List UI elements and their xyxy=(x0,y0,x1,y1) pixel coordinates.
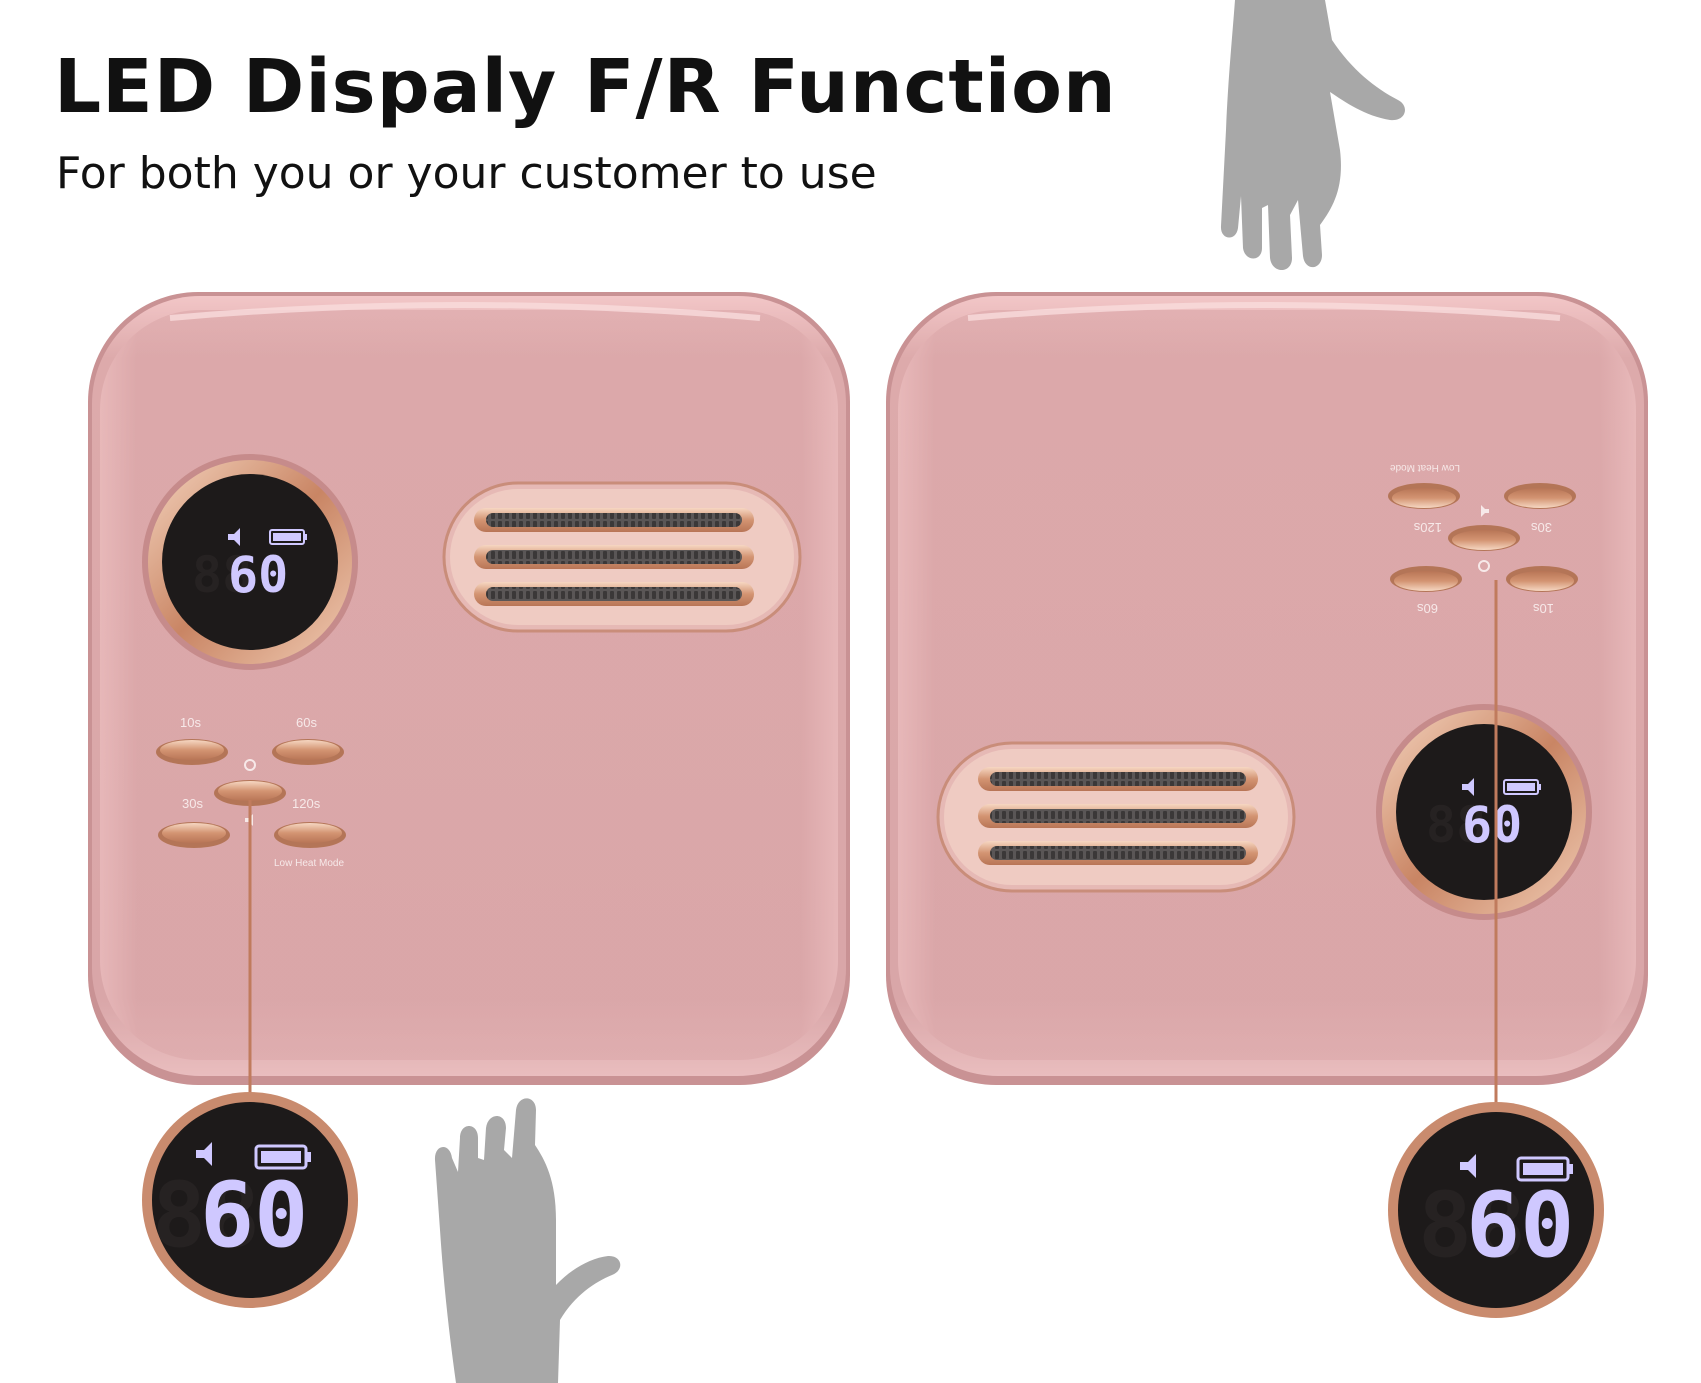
speaker-icon xyxy=(196,1142,212,1166)
zoom-right-display-value: 60 xyxy=(1466,1173,1574,1278)
right-lamp-vent xyxy=(936,741,1296,893)
left-lamp-display: 88 60 xyxy=(142,454,358,670)
zoom-left-display: 88 60 xyxy=(142,1092,358,1308)
zoom-left-display-value: 60 xyxy=(200,1163,308,1268)
timer-120s-button[interactable] xyxy=(1388,483,1460,509)
right-lamp-display: 88 60 xyxy=(1376,704,1592,920)
timer-120s-button[interactable] xyxy=(274,822,346,848)
right-lamp-display-value: 60 xyxy=(1462,796,1522,854)
label-10s: 10s xyxy=(1533,601,1554,616)
refresh-icon xyxy=(1478,560,1490,572)
battery-icon xyxy=(1516,1156,1573,1182)
left-lamp-vent xyxy=(442,481,802,633)
label-30s: 30s xyxy=(182,796,203,811)
hand-top-icon xyxy=(1220,0,1405,270)
battery-icon xyxy=(254,1144,311,1170)
speaker-icon xyxy=(228,528,240,546)
label-60s: 60s xyxy=(296,715,317,730)
timer-60s-button[interactable] xyxy=(272,739,344,765)
svg-text:88: 88 xyxy=(1418,1173,1526,1278)
battery-icon xyxy=(1503,779,1541,795)
refresh-icon xyxy=(244,759,256,771)
label-low-heat: Low Heat Mode xyxy=(1390,462,1460,473)
power-button[interactable] xyxy=(1448,525,1520,551)
zoom-right-display: 88 60 xyxy=(1388,1102,1604,1318)
battery-icon xyxy=(269,529,307,545)
svg-text:88: 88 xyxy=(152,1163,260,1268)
timer-30s-button[interactable] xyxy=(158,822,230,848)
label-120s: 120s xyxy=(292,796,321,811)
timer-60s-button[interactable] xyxy=(1390,566,1462,592)
label-low-heat: Low Heat Mode xyxy=(274,858,344,869)
hand-bottom-icon xyxy=(434,1098,621,1383)
label-30s: 30s xyxy=(1531,520,1552,535)
svg-text:88: 88 xyxy=(1426,796,1486,854)
sound-icon xyxy=(1481,505,1489,517)
timer-10s-button[interactable] xyxy=(1506,566,1578,592)
timer-30s-button[interactable] xyxy=(1504,483,1576,509)
speaker-icon xyxy=(1460,1154,1476,1178)
left-lamp-controls: 10s 60s 30s 120s xyxy=(156,715,346,869)
speaker-icon xyxy=(1462,778,1474,796)
right-lamp-controls: 10s 60s 30s 120s xyxy=(1388,462,1578,616)
label-60s: 60s xyxy=(1417,601,1438,616)
page-title: LED Dispaly F/R Function xyxy=(54,44,1117,130)
left-lamp-display-value: 60 xyxy=(228,546,288,604)
label-120s: 120s xyxy=(1413,520,1442,535)
timer-10s-button[interactable] xyxy=(156,739,228,765)
left-lamp: 88 60 10s xyxy=(88,292,850,1100)
svg-text:88: 88 xyxy=(192,546,252,604)
page-subtitle: For both you or your customer to use xyxy=(56,148,877,199)
label-10s: 10s xyxy=(180,715,201,730)
power-button[interactable] xyxy=(214,780,286,806)
right-lamp: 88 60 10s 60s xyxy=(886,292,1648,1110)
